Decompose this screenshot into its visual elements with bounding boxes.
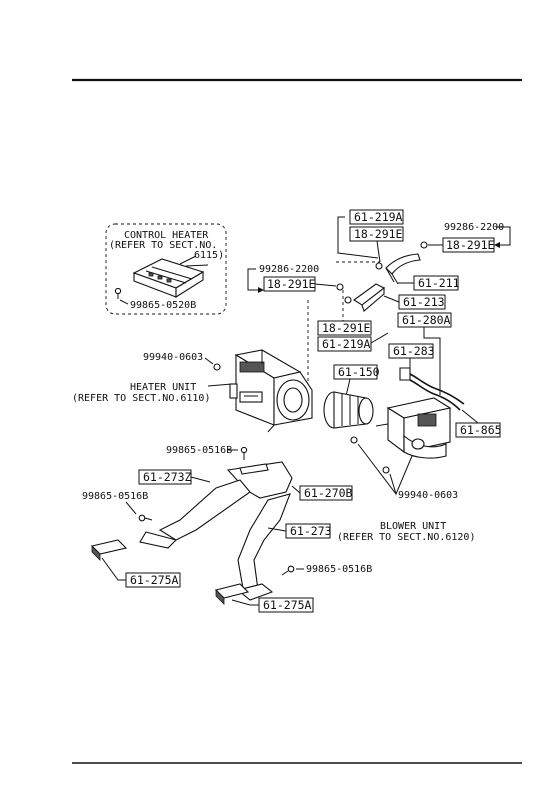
- part-box-61-219a-mid: [317, 336, 372, 352]
- clip-icon: [375, 262, 383, 270]
- part-box-18-291e-top: [349, 226, 404, 242]
- clip-label-left: 99940-0603: [143, 352, 203, 363]
- bolt-label-control: 99865-0520B: [130, 300, 196, 311]
- screw-icon: [336, 283, 344, 291]
- control-heater-inset: CONTROL HEATER (REFER TO SECT.NO. 6115) …: [105, 223, 227, 315]
- control-heater-panel-drawing: [132, 255, 209, 298]
- bracket-61-211-drawing: [385, 253, 421, 285]
- bracket-61-213-drawing: [353, 283, 386, 312]
- part-label-61-865: 61-865: [460, 423, 502, 437]
- bolt-label-top: 99865-0516B: [166, 445, 232, 456]
- part-label-61-275a-left: 61-275A: [130, 573, 179, 587]
- pad-61-275a-left-drawing: [90, 539, 128, 561]
- control-heater-label-1: CONTROL HEATER: [124, 230, 209, 241]
- part-label-61-273: 61-273: [290, 524, 332, 538]
- hose-61-283-drawing: [399, 367, 465, 411]
- control-heater-label-3: 6115): [194, 250, 224, 261]
- bolt-label-right: 99865-0516B: [306, 564, 372, 575]
- screw-icon: [420, 241, 428, 249]
- part-box-61-219a-top: [349, 209, 404, 225]
- heater-unit-label-2: (REFER TO SECT.NO.6110): [72, 393, 210, 404]
- pad-61-275a-bottom-drawing: [214, 583, 250, 605]
- part-label-61-211: 61-211: [418, 276, 460, 290]
- heater-unit-drawing: [229, 349, 313, 433]
- part-label-61-273z: 61-273Z: [143, 470, 192, 484]
- clip-icon: [350, 436, 358, 444]
- screw-label-left: 99286-2200: [259, 264, 319, 275]
- part-label-18-291e-mid: 18-291E: [322, 321, 371, 335]
- clip-label-right: 99940-0603: [398, 490, 458, 501]
- part-label-18-291e-left: 18-291E: [267, 277, 316, 291]
- part-label-61-213: 61-213: [403, 295, 445, 309]
- heater-unit-label-1: HEATER UNIT: [130, 382, 196, 393]
- blower-unit-drawing: [375, 397, 452, 459]
- blower-unit-label-2: (REFER TO SECT.NO.6120): [337, 532, 475, 543]
- bolt-icon: [114, 287, 122, 299]
- bolt-label-left: 99865-0516B: [82, 491, 148, 502]
- part-label-61-270b: 61-270B: [304, 486, 353, 500]
- bolt-icon: [281, 565, 295, 576]
- clip-icon: [382, 466, 390, 474]
- part-label-61-219a-top: 61-219A: [354, 210, 403, 224]
- blower-unit-label-1: BLOWER UNIT: [380, 521, 446, 532]
- part-box-61-283: [388, 343, 434, 359]
- part-label-61-283: 61-283: [393, 344, 435, 358]
- part-label-18-291e-right: 18-291E: [446, 238, 495, 252]
- part-label-61-150: 61-150: [338, 365, 380, 379]
- clip-icon: [344, 296, 352, 304]
- bolt-icon: [138, 514, 153, 522]
- duct-61-270b-drawing: [139, 461, 293, 601]
- clip-icon: [213, 363, 221, 371]
- control-heater-label-2: (REFER TO SECT.NO.: [109, 240, 217, 251]
- part-label-61-275a-bottom: 61-275A: [263, 598, 312, 612]
- part-label-61-280a: 61-280A: [402, 313, 451, 327]
- part-label-61-219a-mid: 61-219A: [322, 337, 371, 351]
- duct-61-150-drawing: [323, 391, 374, 429]
- screw-label-right: 99286-2200: [444, 222, 504, 233]
- part-box-61-150: [333, 364, 378, 380]
- part-box-18-291e-mid: [317, 320, 372, 336]
- bolt-icon: [240, 446, 248, 460]
- part-label-18-291e-top: 18-291E: [354, 227, 403, 241]
